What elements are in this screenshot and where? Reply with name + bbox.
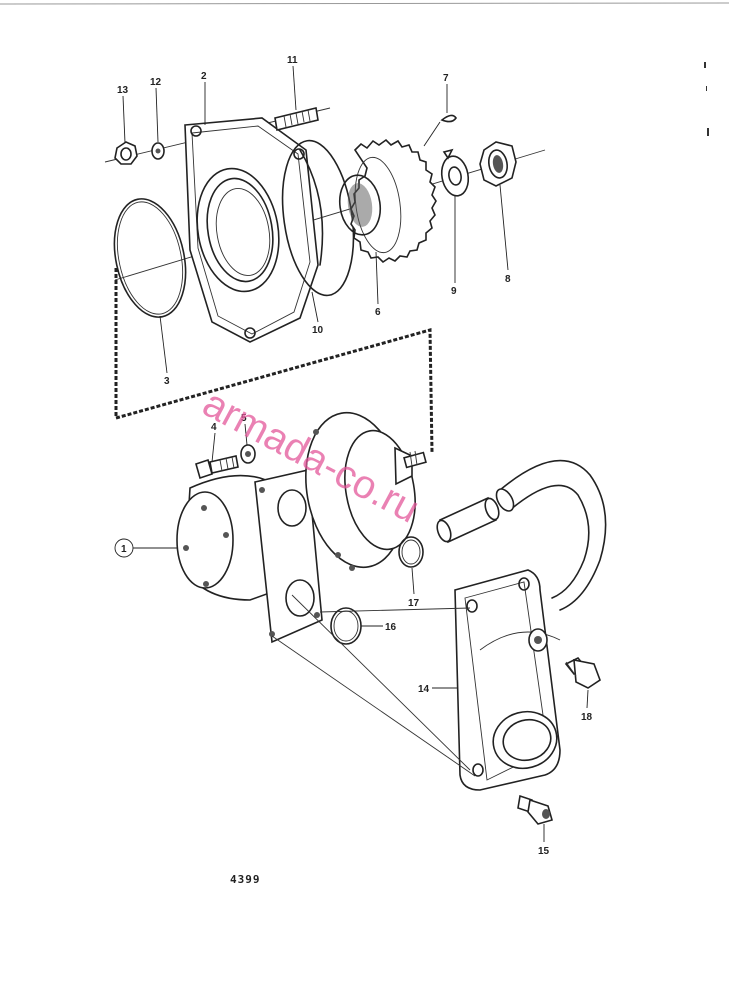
- washer-left: [240, 444, 256, 464]
- hex-bolt-right: [564, 656, 601, 689]
- label-part-2: 2: [201, 71, 207, 82]
- connecting-pipe: [436, 496, 500, 544]
- label-part-5: 5: [241, 413, 247, 424]
- hex-bolt-left: [195, 455, 239, 480]
- label-part-14: 14: [418, 684, 430, 695]
- label-part-8: 8: [505, 274, 511, 285]
- label-part-6: 6: [375, 307, 381, 318]
- drawing-number: 4399: [230, 873, 261, 886]
- label-part-7: 7: [443, 73, 449, 84]
- stud-bolt: [274, 107, 319, 131]
- scan-edge: [0, 2, 729, 5]
- label-part-18: 18: [581, 712, 593, 723]
- lock-washer: [440, 148, 470, 197]
- o-ring-pipe: [398, 536, 424, 568]
- label-part-12: 12: [150, 77, 162, 88]
- shaft-axis-line: [114, 149, 546, 281]
- label-part-15: 15: [538, 846, 550, 857]
- guide-line-lower-2: [271, 635, 476, 777]
- label-part-1-circle: [114, 538, 134, 558]
- o-ring-flange: [330, 607, 362, 645]
- label-part-13: 13: [117, 85, 129, 96]
- cover-plate: [184, 117, 324, 343]
- label-part-10: 10: [312, 325, 324, 336]
- gear-wheel: [338, 138, 437, 264]
- key-arrow: [423, 121, 441, 147]
- label-part-9: 9: [451, 286, 457, 297]
- leader-lines: [122, 65, 589, 842]
- small-hex-nut: [114, 141, 138, 165]
- label-part-16: 16: [385, 622, 397, 633]
- socket-screw: [517, 794, 553, 825]
- label-part-4: 4: [211, 422, 217, 433]
- woodruff-key: [440, 114, 457, 123]
- label-part-1: 1: [121, 544, 127, 555]
- margin-marks: [704, 62, 709, 136]
- outlet-housing: [454, 569, 561, 791]
- drive-shaft-end: [403, 450, 427, 469]
- part-labels: 13 12 2 11 7 8 9 6 10 3 4 5 1 16 17 14 1…: [114, 55, 593, 857]
- label-part-11: 11: [287, 55, 298, 66]
- o-ring-large: [113, 198, 187, 318]
- guide-line-lower: [291, 594, 471, 771]
- assembly-dashed-connector: [114, 268, 434, 453]
- bent-hose: [495, 459, 607, 611]
- guide-line-upper: [319, 607, 471, 613]
- label-part-3: 3: [164, 376, 170, 387]
- label-part-17: 17: [408, 598, 420, 609]
- mounting-flange-plate: [254, 469, 323, 644]
- hex-nut-large: [479, 141, 517, 187]
- small-washer: [151, 142, 165, 160]
